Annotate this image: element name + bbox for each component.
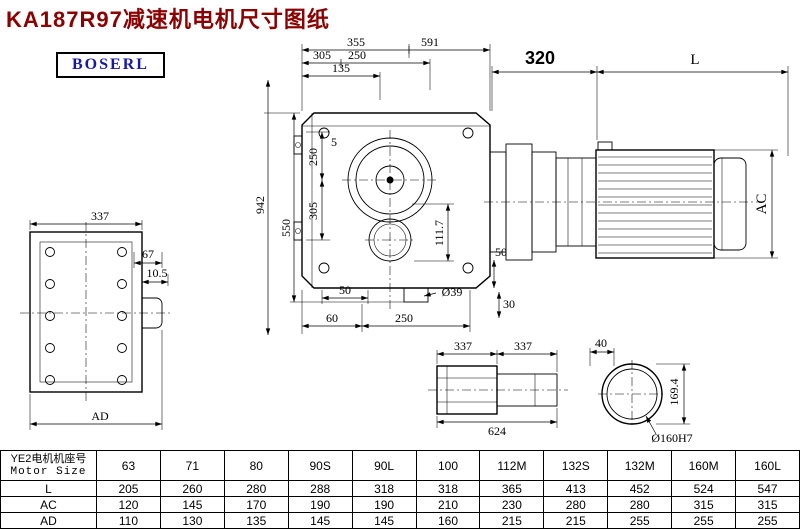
table-cell: 318 [351,480,417,497]
table-cell: 280 [543,496,609,513]
table-cell: 524 [671,480,737,497]
table-header-cell: YE2电机机座号 Motor Size [0,450,97,481]
table-row-label: L [0,480,97,497]
dim-label-L: L [690,52,699,68]
table-cell: 145 [287,512,353,529]
left-side-view: 337 67 10.5 AD [20,209,172,430]
dim-label-side-AD: AD [91,409,109,423]
technical-drawing: 337 67 10.5 AD [20,35,789,445]
table-cell: 260 [159,480,225,497]
table-header-row: YE2电机机座号 Motor Size 63 71 80 90S 90L 100… [0,450,800,481]
table-row-AC: AC 120 145 170 190 190 210 230 280 280 3… [0,496,800,513]
table-header-cell: 132S [543,450,609,481]
table-cell: 215 [543,512,609,529]
dim-label-624: 624 [488,424,506,438]
table-header-cn: YE2电机机座号 [10,452,87,465]
table-cell: 288 [287,480,353,497]
table-cell: 413 [543,480,609,497]
table-cell: 135 [223,512,289,529]
dim-label-shaft-337-left: 337 [454,339,472,353]
table-cell: 315 [671,496,737,513]
brand-logo: BOSERL [56,52,165,78]
motor-view: 320 L AC [484,48,789,261]
table-header-cell: 90S [287,450,353,481]
dim-label-5: 5 [331,135,337,149]
table-row-L: L 205 260 280 288 318 318 365 413 452 52… [0,480,800,497]
dim-label-169-4: 169.4 [667,379,681,406]
table-cell: 255 [671,512,737,529]
table-cell: 452 [607,480,673,497]
table-row-label: AC [0,496,97,513]
table-cell: 318 [415,480,481,497]
table-header-cell: 160M [671,450,737,481]
dim-label-305: 305 [313,48,331,62]
dim-label-355: 355 [347,35,365,49]
table-cell: 280 [223,480,289,497]
dim-label-dia39: Ø39 [442,285,463,299]
dim-label-591: 591 [421,35,439,49]
shaft-detail-view: 337 337 624 [428,339,568,438]
table-cell: 210 [415,496,481,513]
dim-label-bottom-250: 250 [395,311,413,325]
dim-label-250: 250 [348,48,366,62]
table-header-cell: 132M [607,450,673,481]
table-cell: 315 [735,496,800,513]
dim-label-40: 40 [595,336,607,350]
table-cell: 190 [287,496,353,513]
table-cell: 365 [479,480,545,497]
table-cell: 215 [479,512,545,529]
table-header-cell: 112M [479,450,545,481]
table-cell: 145 [159,496,225,513]
dim-label-bottom-50: 50 [339,283,351,297]
table-header-cell: 80 [223,450,289,481]
dim-label-135: 135 [332,61,350,75]
dim-label-left-250: 250 [306,148,320,166]
table-cell: 160 [415,512,481,529]
table-cell: 547 [735,480,800,497]
page-title: KA187R97减速机电机尺寸图纸 [6,7,330,32]
dim-label-942: 942 [253,196,267,214]
table-cell: 205 [96,480,161,497]
table-cell: 120 [96,496,161,513]
table-cell: 255 [607,512,673,529]
main-front-view: 355 591 305 250 135 942 550 250 305 5 11… [253,35,515,335]
hub-bore-view: 40 169.4 Ø160H7 [589,336,693,445]
dim-label-550: 550 [279,219,293,237]
motor-dimension-table: YE2电机机座号 Motor Size 63 71 80 90S 90L 100… [0,450,800,529]
table-cell: 190 [351,496,417,513]
motor-fins [598,156,712,254]
table-cell: 110 [96,512,161,529]
dim-label-left-305: 305 [306,202,320,220]
dim-label-side-337: 337 [91,209,109,223]
dim-label-60: 60 [326,311,338,325]
dim-label-dia160H7: Ø160H7 [651,431,692,445]
dim-label-shaft-337-right: 337 [514,339,532,353]
table-header-cell: 90L [351,450,417,481]
table-header-cell: 71 [159,450,225,481]
dim-label-right-30: 30 [503,297,515,311]
dim-label-side-10-5: 10.5 [147,266,168,280]
dim-label-111-7: 111.7 [432,220,446,246]
dim-label-AC: AC [754,194,770,215]
table-header-cell: 160L [735,450,800,481]
table-cell: 170 [223,496,289,513]
table-cell: 230 [479,496,545,513]
dim-label-320: 320 [525,48,555,68]
table-cell: 255 [735,512,800,529]
brand-logo-text: BOSERL [72,56,149,73]
table-header-cell: 100 [415,450,481,481]
table-cell: 280 [607,496,673,513]
table-row-AD: AD 110 130 135 145 145 160 215 215 255 2… [0,512,800,529]
table-header-cell: 63 [96,450,161,481]
table-row-label: AD [0,512,97,529]
table-header-en: Motor Size [10,465,87,478]
dim-label-side-67: 67 [142,247,154,261]
table-cell: 145 [351,512,417,529]
table-cell: 130 [159,512,225,529]
